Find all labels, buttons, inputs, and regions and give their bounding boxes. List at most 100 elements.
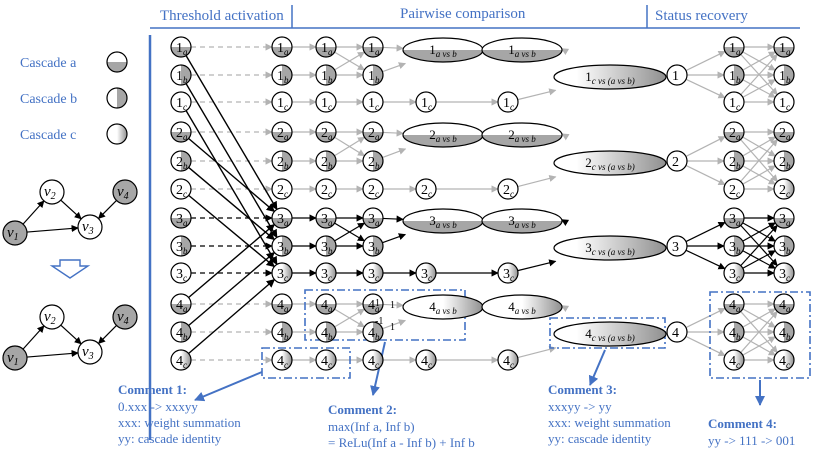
node-cascade: c	[786, 189, 790, 199]
node-3c-threshold: 3c	[272, 263, 292, 283]
node-number: 2	[672, 155, 679, 170]
node-cascade: b	[736, 161, 741, 171]
node-cascade: a	[786, 218, 791, 228]
node-2b-recover: 2b	[724, 151, 744, 171]
ellipse-3-c-vs-ab: 3c vs (a vs b)	[554, 236, 666, 260]
node-2c-threshold: 2c	[272, 179, 292, 199]
header-recovery: Status recovery	[655, 8, 748, 24]
node-cascade: a	[183, 47, 188, 57]
c1-title: Comment 1:	[118, 382, 187, 397]
node-2c-input: 2c	[171, 179, 191, 199]
node-cascade: c	[375, 102, 379, 112]
node-cascade: b	[736, 332, 741, 342]
node-cascade: a	[328, 218, 333, 228]
edge	[383, 132, 403, 133]
node-cascade: b	[284, 75, 289, 85]
edge	[686, 51, 725, 70]
node-cascade: c	[428, 360, 432, 370]
node-cascade: a	[375, 132, 380, 142]
node-cascade: c	[510, 102, 514, 112]
node-cascade: c	[183, 360, 187, 370]
node-cascade: b	[375, 75, 380, 85]
node-3b-copy: 3b	[316, 236, 336, 256]
small-node-index: 3	[88, 351, 94, 362]
edge	[189, 138, 275, 211]
node-3c-output: 3c	[774, 263, 794, 283]
node-cascade: c	[428, 102, 432, 112]
edge	[518, 348, 556, 358]
node-number: 4	[672, 326, 679, 341]
node-4b-output: 4b	[774, 322, 794, 342]
node-2c-pass1: 2c	[416, 179, 436, 199]
node-3a-input: 3a	[171, 208, 191, 228]
node-4a-recover: 4a	[724, 294, 744, 314]
c1-line: xxx: weight summation	[118, 415, 241, 430]
weight-label: 1	[375, 298, 380, 309]
node-4b-threshold: 4b	[272, 322, 292, 342]
node-4c-recover: 4c	[724, 350, 744, 370]
node-cascade: b	[284, 161, 289, 171]
node-2b-pair-in: 2b	[363, 151, 383, 171]
small-graph-1-v3: v3	[78, 215, 102, 239]
node-number: 1	[672, 69, 679, 84]
node-cascade: b	[183, 161, 188, 171]
header-threshold: Threshold activation	[160, 8, 284, 24]
node-cascade: a	[736, 304, 741, 314]
node-cascade: a	[183, 218, 188, 228]
node-4a-threshold: 4a	[272, 294, 292, 314]
edge	[518, 177, 556, 187]
c4-title: Comment 4:	[708, 416, 777, 431]
small-graph-2-v2: v2	[40, 305, 64, 329]
node-cascade: c	[510, 360, 514, 370]
node-1a-threshold: 1a	[272, 37, 292, 57]
node-1b-output: 1b	[774, 65, 794, 85]
node-cascade: b	[375, 246, 380, 256]
c3-title: Comment 3:	[548, 382, 617, 397]
legend-b-swatch	[107, 88, 127, 108]
edge	[518, 261, 556, 270]
node-cascade: c	[736, 360, 740, 370]
node-3b-input: 3b	[171, 236, 191, 256]
node-cascade: c	[284, 189, 288, 199]
edge	[518, 90, 556, 99]
node-cascade: c	[183, 273, 187, 283]
node-cascade: c	[428, 273, 432, 283]
c3-line: xxx: weight summation	[548, 415, 671, 430]
node-4c-output: 4c	[774, 350, 794, 370]
weight-label: -1	[375, 316, 383, 327]
node-cascade: c	[428, 189, 432, 199]
node-cascade: a	[736, 132, 741, 142]
node-cascade: b	[328, 75, 333, 85]
node-cascade: b	[328, 246, 333, 256]
node-cascade: a	[328, 304, 333, 314]
edge	[686, 336, 725, 355]
edge	[189, 167, 275, 239]
node-3c-pass2: 3c	[498, 263, 518, 283]
header-pairwise: Pairwise comparison	[400, 6, 526, 22]
node-cascade: b	[284, 332, 289, 342]
edge	[686, 165, 725, 184]
node-2a-copy: 2a	[316, 122, 336, 142]
node-2b-threshold: 2b	[272, 151, 292, 171]
ellipse-sub: a vs b	[436, 306, 457, 316]
ellipse-sub: a vs b	[515, 134, 536, 144]
edge	[61, 325, 81, 344]
small-node-index: 4	[124, 316, 129, 327]
node-cascade: a	[284, 304, 289, 314]
ellipse-sub: a vs b	[436, 134, 457, 144]
ellipse-2-a-vs-b-1: 2a vs b	[403, 123, 483, 147]
node-cascade: c	[510, 273, 514, 283]
c1-line: yy: cascade identity	[118, 431, 222, 446]
node-cascade: c	[375, 273, 379, 283]
node-1c-recover: 1c	[724, 92, 744, 112]
small-graph-2-v1: v1	[3, 346, 27, 370]
ellipse-4-a-vs-b-2: 4a vs b	[482, 295, 562, 319]
node-cascade: a	[284, 218, 289, 228]
node-cascade: b	[786, 332, 791, 342]
ellipse-sub: c vs (a vs b)	[592, 76, 635, 86]
small-node-index: 1	[14, 232, 19, 243]
node-3b-threshold: 3b	[272, 236, 292, 256]
edge	[686, 250, 725, 268]
node-cascade: c	[375, 360, 379, 370]
node-2a-threshold: 2a	[272, 122, 292, 142]
